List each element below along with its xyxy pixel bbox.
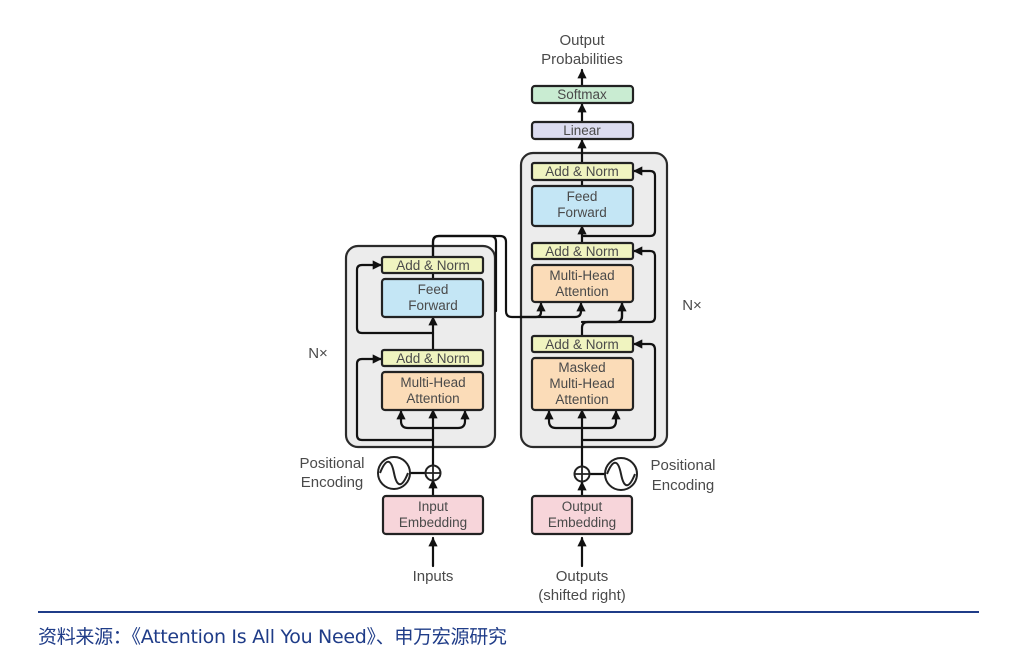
add-norm-box	[530, 241, 635, 261]
decoder-positional-encoding-line2: Encoding	[652, 477, 715, 494]
attention-label-line2: Attention	[555, 284, 608, 299]
embedding-box	[530, 494, 634, 536]
encoder-stack	[344, 244, 497, 449]
decoder-add-icon	[573, 465, 591, 483]
add-norm-label: Add & Norm	[545, 244, 619, 259]
feed-forward-label-line2: Forward	[408, 298, 458, 313]
encoder-add-norm-top: Add & Norm	[380, 255, 485, 275]
add-norm-label: Add & Norm	[545, 337, 619, 352]
softmax-layer: Softmax	[530, 84, 635, 105]
decoder-output-embedding: Output Embedding	[530, 494, 634, 536]
masked-attention-label-line2: Multi-Head	[549, 376, 614, 391]
add-norm-box	[530, 161, 635, 182]
feed-forward-box	[380, 277, 485, 319]
linear-box	[530, 120, 635, 141]
transformer-architecture-diagram: Add & Norm Feed Forward Add & Norm Multi…	[299, 32, 715, 604]
encoder-positional-encoding-line2: Encoding	[301, 474, 364, 491]
encoder-multi-head-attention: Multi-Head Attention	[380, 370, 485, 412]
linear-layer: Linear	[530, 120, 635, 141]
encoder-repeat-label: N×	[308, 345, 328, 362]
softmax-label: Softmax	[557, 87, 607, 102]
source-caption: 资料来源：《Attention Is All You Need》、申万宏源研究	[38, 626, 507, 648]
output-probabilities-line1: Output	[559, 32, 605, 49]
add-norm-label: Add & Norm	[545, 164, 619, 179]
embedding-label-line2: Embedding	[548, 515, 616, 530]
footer-divider	[38, 611, 979, 613]
decoder-repeat-label: N×	[682, 297, 702, 314]
decoder-add-norm-top: Add & Norm	[530, 161, 635, 182]
decoder-masked-multi-head-attention: Masked Multi-Head Attention	[530, 356, 635, 412]
encoder-positional-encoding-icon	[377, 456, 411, 490]
add-norm-label: Add & Norm	[396, 351, 470, 366]
decoder-multi-head-attention: Multi-Head Attention	[530, 263, 635, 304]
embedding-box	[381, 494, 485, 536]
decoder-feed-forward: Feed Forward	[530, 184, 635, 228]
feed-forward-label-line1: Feed	[567, 189, 598, 204]
decoder-add-norm-middle: Add & Norm	[530, 241, 635, 261]
embedding-label-line2: Embedding	[399, 515, 467, 530]
outputs-label-line2: (shifted right)	[538, 587, 626, 604]
add-norm-box	[380, 348, 485, 368]
encoder-wires	[355, 234, 586, 498]
feed-forward-label-line1: Feed	[418, 282, 449, 297]
attention-box	[530, 263, 635, 304]
feed-forward-label-line2: Forward	[557, 205, 607, 220]
attention-box	[380, 370, 485, 412]
softmax-box	[530, 84, 635, 105]
add-norm-box	[380, 255, 485, 275]
encoder-input-embedding: Input Embedding	[381, 494, 485, 536]
encoder-add-icon	[424, 464, 442, 482]
encoder-add-norm-bottom: Add & Norm	[380, 348, 485, 368]
embedding-label-line1: Output	[562, 499, 603, 514]
decoder-wires	[409, 68, 657, 568]
decoder-positional-encoding-line1: Positional	[650, 457, 715, 474]
linear-label: Linear	[563, 123, 601, 138]
attention-label-line1: Multi-Head	[400, 375, 465, 390]
outputs-label-line1: Outputs	[556, 568, 609, 585]
attention-label-line2: Attention	[406, 391, 459, 406]
encoder-positional-encoding-line1: Positional	[299, 455, 364, 472]
inputs-label: Inputs	[413, 568, 454, 585]
masked-attention-box	[530, 356, 635, 412]
attention-label-line1: Multi-Head	[549, 268, 614, 283]
feed-forward-box	[530, 184, 635, 228]
encoder-feed-forward: Feed Forward	[380, 277, 485, 319]
masked-attention-label-line3: Attention	[555, 392, 608, 407]
decoder-positional-encoding-icon	[604, 457, 638, 491]
add-norm-label: Add & Norm	[396, 258, 470, 273]
add-norm-box	[530, 334, 635, 354]
output-probabilities-line2: Probabilities	[541, 51, 623, 68]
decoder-add-norm-bottom: Add & Norm	[530, 334, 635, 354]
masked-attention-label-line1: Masked	[558, 360, 605, 375]
embedding-label-line1: Input	[418, 499, 448, 514]
